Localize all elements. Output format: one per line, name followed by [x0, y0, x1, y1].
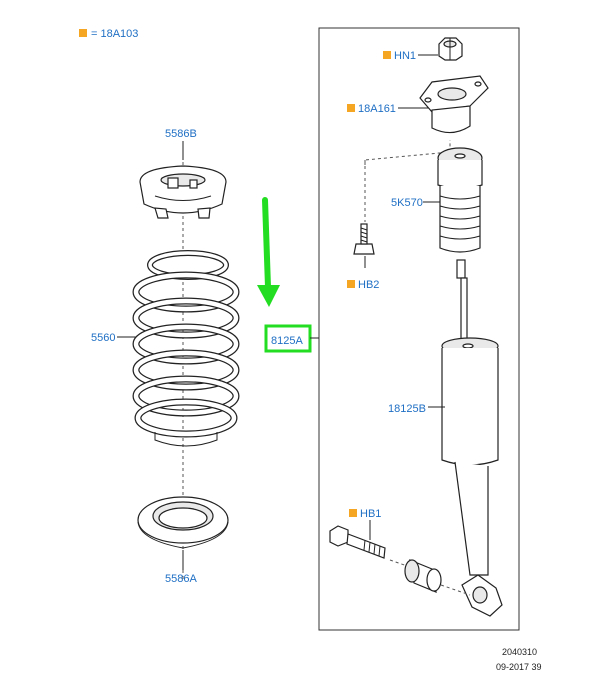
label-5586B: 5586B	[165, 128, 197, 140]
marker-icon	[349, 509, 357, 517]
label-8125A: 8125A	[271, 335, 303, 347]
bolt-hb1[interactable]: HB1	[329, 508, 471, 596]
marker-icon	[347, 280, 355, 288]
green-arrow-icon	[257, 197, 280, 307]
label-18125B: 18125B	[388, 403, 426, 415]
label-HB2: HB2	[358, 279, 379, 291]
nut-hn1[interactable]: HN1	[383, 37, 463, 62]
footer: 2040310 09-2017 39	[496, 647, 542, 672]
shock-absorber-18125b[interactable]: 18125B	[388, 259, 503, 617]
assembly-frame: 8125A	[264, 27, 520, 631]
label-5560: 5560	[91, 332, 115, 344]
legend-text: = 18A103	[91, 28, 138, 40]
label-5586A: 5586A	[165, 573, 197, 585]
marker-icon	[383, 51, 391, 59]
label-HN1: HN1	[394, 50, 416, 62]
bolt-hb2[interactable]: HB2	[347, 223, 379, 291]
diagram-code: 2040310	[502, 647, 537, 657]
spring-upper-seat[interactable]: 5586B	[139, 128, 227, 219]
upper-mount-18a161[interactable]: 18A161	[347, 75, 489, 134]
diagram-date: 09-2017 39	[496, 662, 542, 672]
assembly-label-highlight[interactable]	[264, 324, 312, 353]
coil-spring[interactable]: 5560	[91, 250, 240, 447]
bump-stop-5k570[interactable]: 5K570	[391, 147, 483, 253]
legend-marker-icon	[79, 29, 87, 37]
legend: = 18A103	[79, 28, 138, 40]
marker-icon	[347, 104, 355, 112]
spring-lower-seat[interactable]: 5586A	[137, 496, 229, 585]
label-HB1: HB1	[360, 508, 381, 520]
label-18A161: 18A161	[358, 103, 396, 115]
label-5K570: 5K570	[391, 197, 423, 209]
